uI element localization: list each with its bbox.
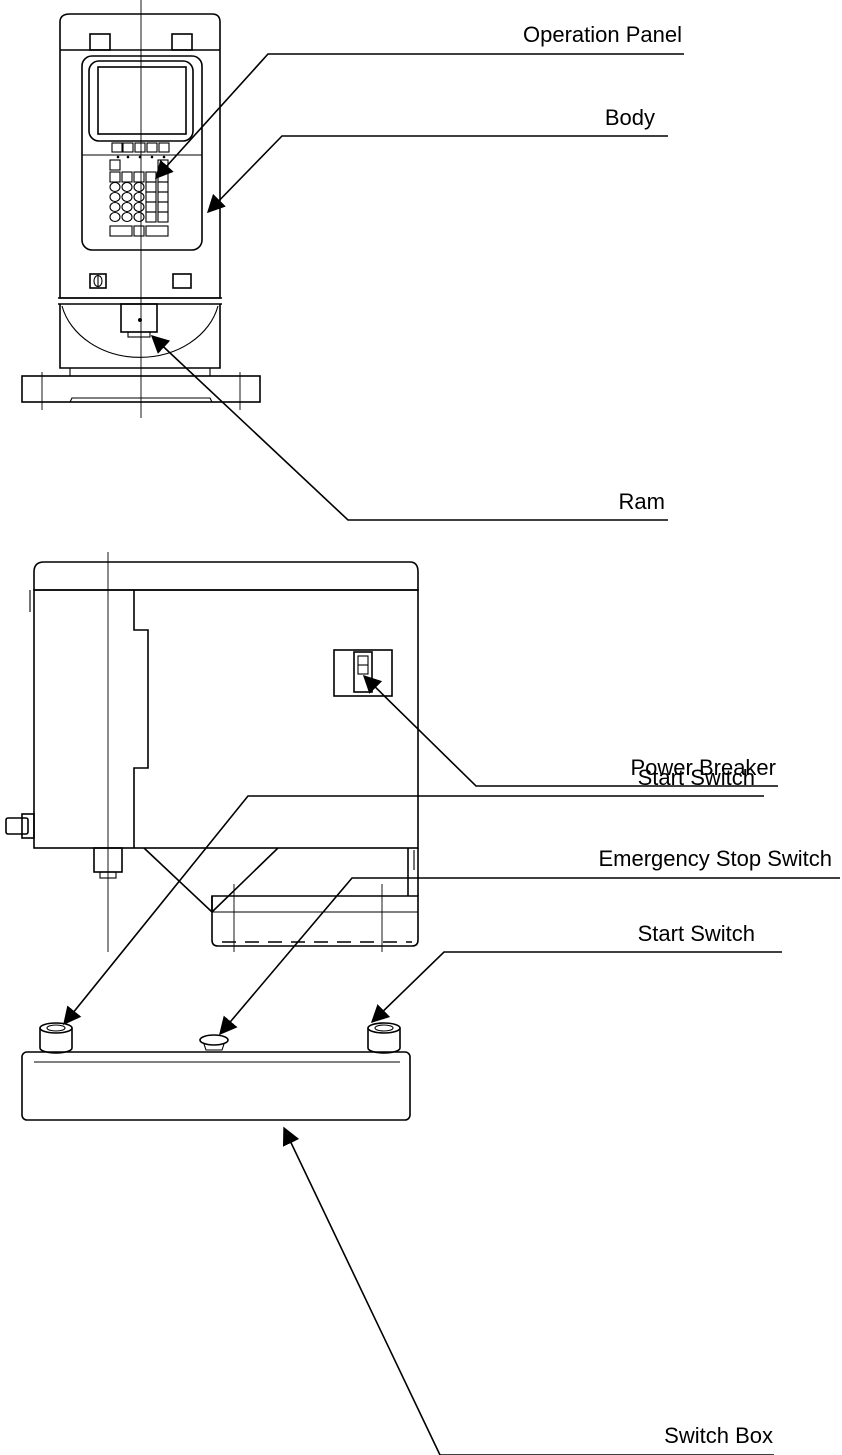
panel-screen — [97, 66, 187, 135]
ram — [120, 303, 158, 333]
front-base — [21, 375, 261, 403]
indicator-window — [172, 273, 192, 289]
label-start-switch-left: Start Switch — [638, 765, 755, 790]
leader-power-breaker — [362, 674, 778, 787]
side-body — [33, 589, 419, 849]
side-view — [5, 552, 419, 952]
side-connector — [5, 817, 29, 835]
power-breaker — [353, 651, 373, 693]
power-breaker-box — [333, 649, 393, 697]
keypad — [109, 159, 169, 237]
mount-tab-left — [89, 33, 111, 51]
key-switch — [89, 273, 107, 289]
label-emergency-stop-switch: Emergency Stop Switch — [598, 846, 832, 871]
side-table — [211, 895, 419, 947]
label-switch-box: Switch Box — [664, 1423, 773, 1448]
leader-start-switch-right — [370, 951, 782, 1024]
ram-housing — [59, 304, 221, 369]
operation-panel — [81, 55, 203, 251]
side-top-lid — [33, 561, 419, 591]
mount-tab-right — [171, 33, 193, 51]
label-ram: Ram — [619, 489, 665, 514]
front-view — [21, 0, 261, 418]
leader-ram — [150, 334, 668, 521]
leader-emergency-stop — [219, 877, 840, 1036]
switch-box — [21, 1051, 411, 1121]
switch-box-view — [21, 1022, 411, 1121]
leader-start-switch-left — [63, 795, 764, 1026]
leader-switch-box — [282, 1126, 774, 1455]
label-power-breaker: Power Breaker — [630, 755, 776, 780]
leader-body — [206, 135, 668, 214]
label-operation-panel: Operation Panel — [523, 22, 682, 47]
emergency-stop-switch — [199, 1034, 229, 1051]
label-body: Body — [605, 105, 655, 130]
leader-operation-panel — [154, 53, 684, 180]
label-start-switch-right: Start Switch — [638, 921, 755, 946]
start-switch-left — [39, 1022, 73, 1054]
start-switch-right — [367, 1022, 401, 1054]
